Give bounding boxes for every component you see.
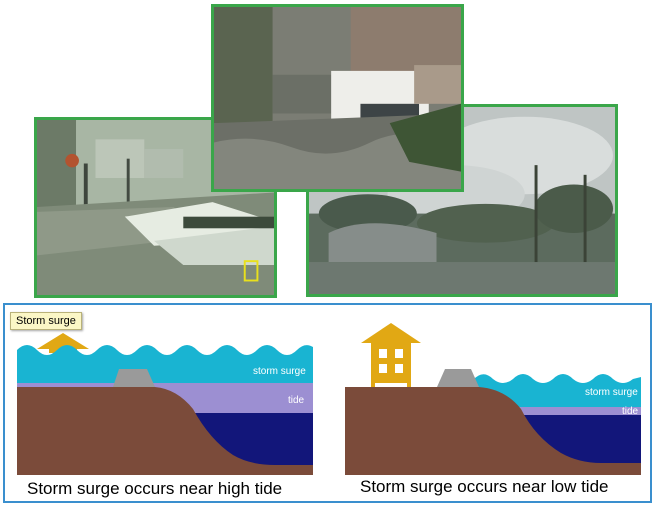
storm-surge-water-high (17, 345, 313, 385)
waterfront-waves-image (37, 120, 274, 295)
surge-label-high: storm surge (253, 366, 306, 377)
storm-surge-water-low (473, 374, 641, 409)
land-high (17, 387, 313, 475)
diagram-low-tide: storm surge tide (345, 323, 641, 475)
elevated-house (361, 323, 421, 387)
photo-flooded-street (211, 4, 464, 192)
palm-storm-image (309, 107, 615, 294)
caption-low-tide: Storm surge occurs near low tide (360, 477, 609, 496)
tide-diagrams: storm surge tide storm surge tide (17, 323, 641, 475)
flooded-street-image (214, 7, 461, 189)
caption-high-tide: Storm surge occurs near high tide (27, 479, 283, 498)
diagram-high-tide: storm surge tide (17, 333, 313, 475)
storm-surge-tooltip: Storm surge (10, 312, 82, 330)
tide-label-high: tide (288, 395, 305, 406)
tide-band-low (473, 407, 641, 417)
tide-label-low: tide (622, 406, 639, 417)
seawall-low (437, 369, 479, 387)
logo-mark (243, 260, 259, 282)
land-low (345, 387, 641, 475)
storm-surge-diagram-panel: storm surge tide storm surge tide (3, 303, 652, 503)
surge-label-low: storm surge (585, 387, 638, 398)
seawall-high (113, 369, 155, 387)
